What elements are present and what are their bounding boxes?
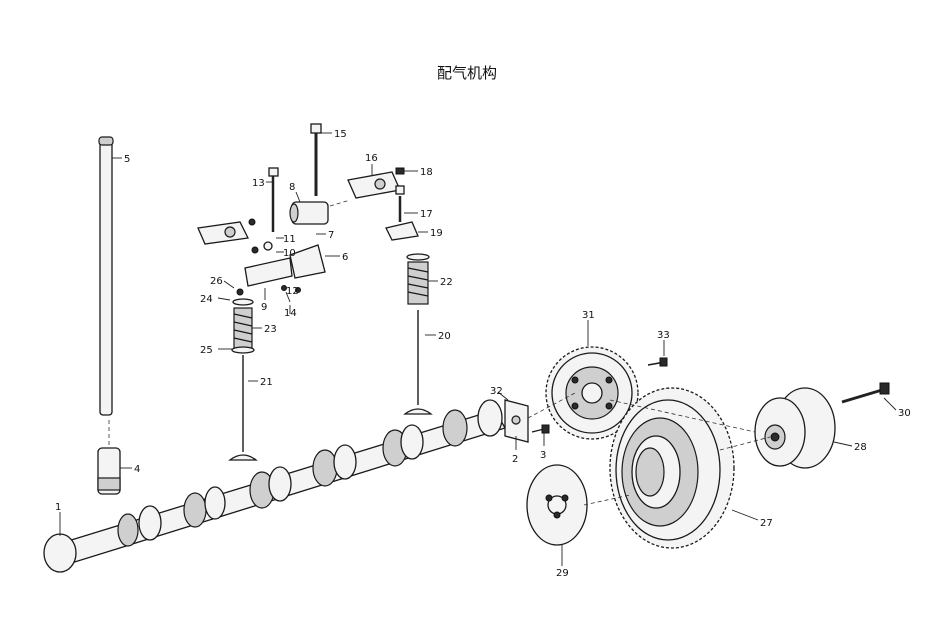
cover-plate xyxy=(526,464,588,546)
callout-7: 7 xyxy=(328,230,334,241)
callout-14: 14 xyxy=(284,308,297,319)
small-fasteners xyxy=(236,218,301,296)
push-rod xyxy=(98,136,114,416)
callout-24: 24 xyxy=(200,294,213,305)
callout-11: 11 xyxy=(283,234,296,245)
callout-33: 33 xyxy=(657,330,670,341)
callout-12: 12 xyxy=(286,286,299,297)
thrust-plate xyxy=(504,399,529,443)
callout-6: 6 xyxy=(342,252,348,263)
callout-20: 20 xyxy=(438,331,451,342)
short-bolt xyxy=(268,167,279,232)
rocker-bracket xyxy=(244,244,326,287)
callout-16: 16 xyxy=(365,153,378,164)
callout-29: 29 xyxy=(556,568,569,579)
valve-spring-right xyxy=(406,253,430,305)
callout-30: 30 xyxy=(898,408,911,419)
callout-19: 19 xyxy=(430,228,443,239)
callout-28: 28 xyxy=(854,442,867,453)
valve-bridge xyxy=(385,221,419,241)
idler-gear xyxy=(609,387,735,549)
callout-3: 3 xyxy=(540,450,546,461)
callout-17: 17 xyxy=(420,209,433,220)
callout-23: 23 xyxy=(264,324,277,335)
diagram-title: 配气机构 xyxy=(436,64,497,82)
exhaust-valve xyxy=(403,310,433,415)
callout-31: 31 xyxy=(582,310,595,321)
plate-bolt xyxy=(531,424,550,434)
callout-26: 26 xyxy=(210,276,223,287)
tappet xyxy=(97,420,121,495)
callout-25: 25 xyxy=(200,345,213,356)
rocker-shaft-support xyxy=(289,201,329,225)
callout-8: 8 xyxy=(289,182,295,193)
callout-13: 13 xyxy=(252,178,265,189)
camshaft-timing-gear xyxy=(545,346,639,440)
callout-27: 27 xyxy=(760,518,773,529)
callout-labels: 1 2 3 4 5 6 7 8 9 10 11 12 13 14 15 16 1… xyxy=(55,129,911,579)
callout-10: 10 xyxy=(283,248,296,259)
callout-21: 21 xyxy=(260,377,273,388)
long-bolt xyxy=(310,123,322,196)
rocker-arm-right xyxy=(347,171,401,199)
callout-18: 18 xyxy=(420,167,433,178)
callout-15: 15 xyxy=(334,129,347,140)
gear-bolt xyxy=(647,357,668,367)
rocker-arm-left xyxy=(197,221,249,245)
callout-5: 5 xyxy=(124,154,130,165)
leader-lines xyxy=(59,132,897,566)
camshaft xyxy=(43,399,506,573)
adjusting-screw xyxy=(395,167,405,222)
callout-2: 2 xyxy=(512,454,518,465)
callout-1: 1 xyxy=(55,502,61,513)
intake-valve xyxy=(228,355,258,461)
valve-spring-left xyxy=(231,298,255,354)
gear-hub xyxy=(754,387,836,469)
hub-bolt xyxy=(841,382,890,404)
callout-22: 22 xyxy=(440,277,453,288)
callout-32: 32 xyxy=(490,386,503,397)
callout-4: 4 xyxy=(134,464,140,475)
callout-9: 9 xyxy=(261,302,267,313)
